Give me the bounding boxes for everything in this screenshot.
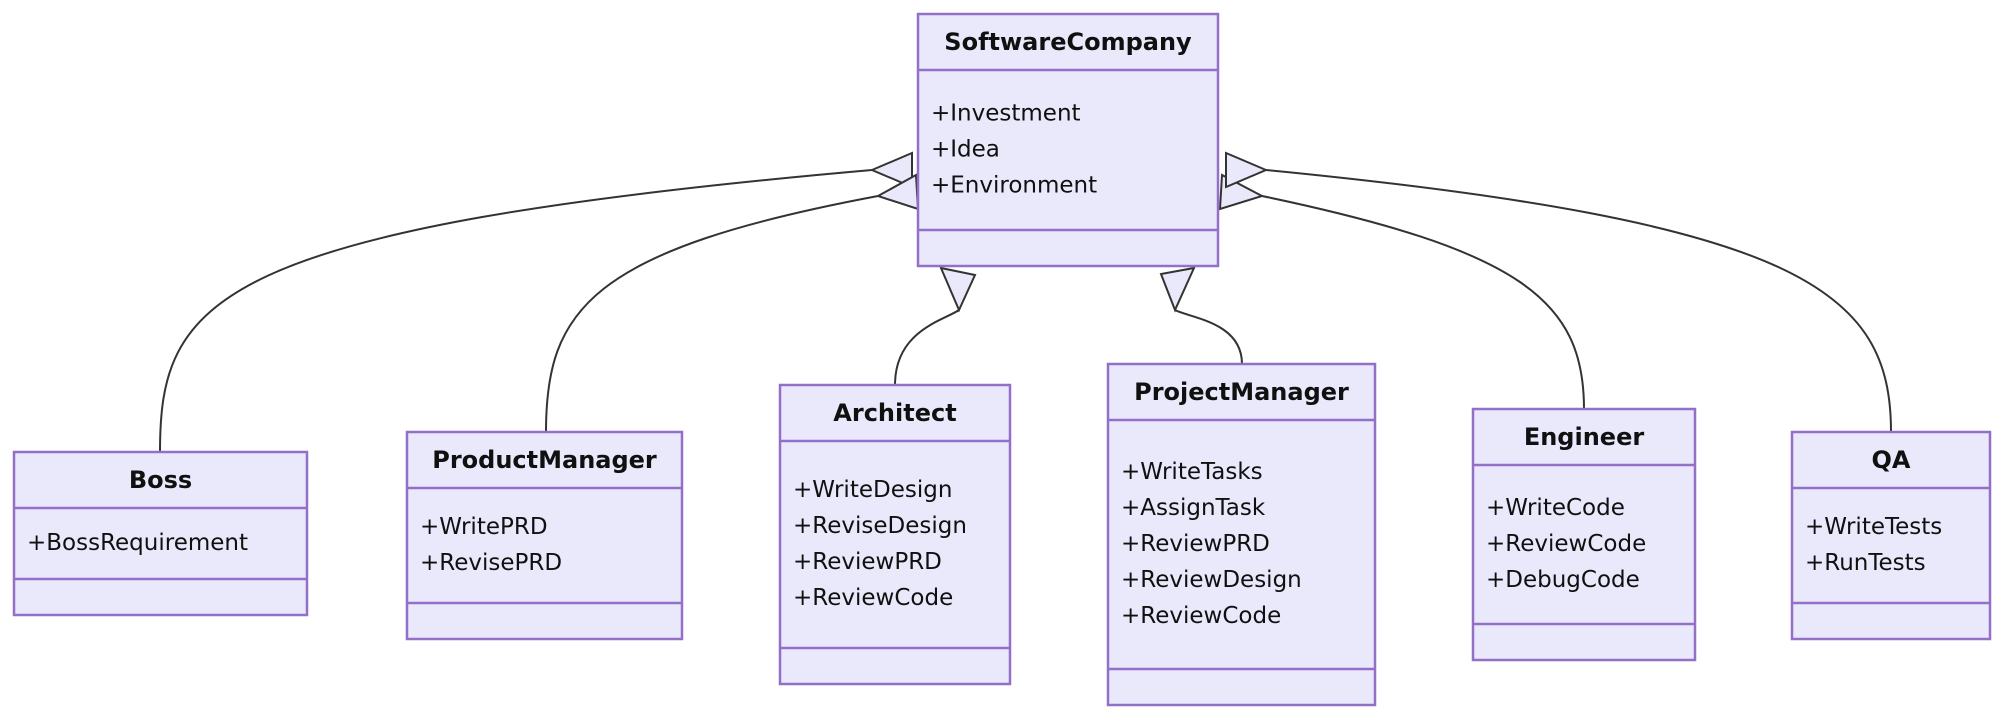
inheritance-triangle-icon	[939, 266, 977, 313]
class-attribute-label: +ReviewPRD	[1121, 531, 1270, 557]
relationship-edges-layer	[159, 151, 1892, 453]
class-attribute-label: +ReviseDesign	[793, 513, 967, 539]
class-name-label: Boss	[129, 466, 192, 494]
edge-line	[1261, 195, 1585, 410]
edge-line	[159, 169, 873, 453]
class-attribute-label: +WriteTests	[1805, 514, 1942, 540]
class-attribute-label: +AssignTask	[1121, 495, 1266, 521]
class-attribute-label: +RunTests	[1805, 550, 1926, 576]
class-attribute-label: +RevisePRD	[420, 550, 562, 576]
class-attribute-label: +WritePRD	[420, 514, 548, 540]
class-box-product-manager[interactable]: ProductManager +WritePRD +RevisePRD	[405, 430, 684, 641]
class-box-outline	[916, 12, 1220, 268]
inheritance-edge-qa	[1225, 151, 1892, 433]
class-attribute-label: +Environment	[931, 173, 1097, 199]
class-attribute-label: +ReviewCode	[793, 585, 953, 611]
class-boxes-layer: SoftwareCompany +Investment +Idea +Environm…	[12, 12, 1992, 707]
inheritance-triangle-icon	[1159, 266, 1196, 313]
inheritance-triangle-icon	[1225, 151, 1269, 189]
class-name-label: ProjectManager	[1134, 378, 1349, 406]
class-box-qa[interactable]: QA +WriteTests +RunTests	[1790, 430, 1992, 641]
inheritance-edge-project-manager	[1159, 266, 1243, 365]
class-box-outline	[778, 383, 1012, 686]
class-box-boss[interactable]: Boss +BossRequirement	[12, 450, 309, 617]
class-attribute-label: +WriteDesign	[793, 477, 952, 503]
class-attribute-label: +WriteTasks	[1121, 459, 1263, 485]
class-box-project-manager[interactable]: ProjectManager +WriteTasks +AssignTask +Rev…	[1106, 362, 1377, 707]
class-box-outline	[405, 430, 684, 641]
class-box-outline	[1471, 407, 1697, 662]
class-attribute-label: +ReviewDesign	[1121, 567, 1302, 593]
inheritance-edge-architect	[894, 266, 977, 386]
class-name-label: QA	[1872, 446, 1911, 474]
class-attribute-label: +WriteCode	[1486, 495, 1625, 521]
inheritance-triangle-icon	[869, 151, 913, 189]
class-attribute-label: +DebugCode	[1486, 567, 1640, 593]
class-attribute-label: +Investment	[931, 101, 1081, 127]
class-box-engineer[interactable]: Engineer +WriteCode +ReviewCode +DebugCode	[1471, 407, 1697, 662]
edge-line	[1265, 169, 1892, 433]
edge-line	[1174, 309, 1243, 365]
class-box-outline	[1790, 430, 1992, 641]
class-name-label: ProductManager	[432, 446, 657, 474]
class-attribute-label: +BossRequirement	[27, 530, 248, 556]
class-attribute-label: +ReviewCode	[1121, 603, 1281, 629]
class-attribute-label: +ReviewPRD	[793, 549, 942, 575]
class-attribute-label: +ReviewCode	[1486, 531, 1646, 557]
class-name-label: Architect	[833, 399, 956, 427]
class-attribute-label: +Idea	[931, 137, 1000, 163]
class-name-label: SoftwareCompany	[944, 28, 1192, 56]
class-box-software-company[interactable]: SoftwareCompany +Investment +Idea +Environm…	[916, 12, 1220, 268]
edge-line	[894, 309, 960, 386]
class-name-label: Engineer	[1524, 423, 1645, 451]
edge-line	[545, 195, 879, 433]
inheritance-edge-boss	[159, 151, 913, 453]
class-box-outline	[12, 450, 309, 617]
class-box-architect[interactable]: Architect +WriteDesign +ReviseDesign +Revie…	[778, 383, 1012, 686]
